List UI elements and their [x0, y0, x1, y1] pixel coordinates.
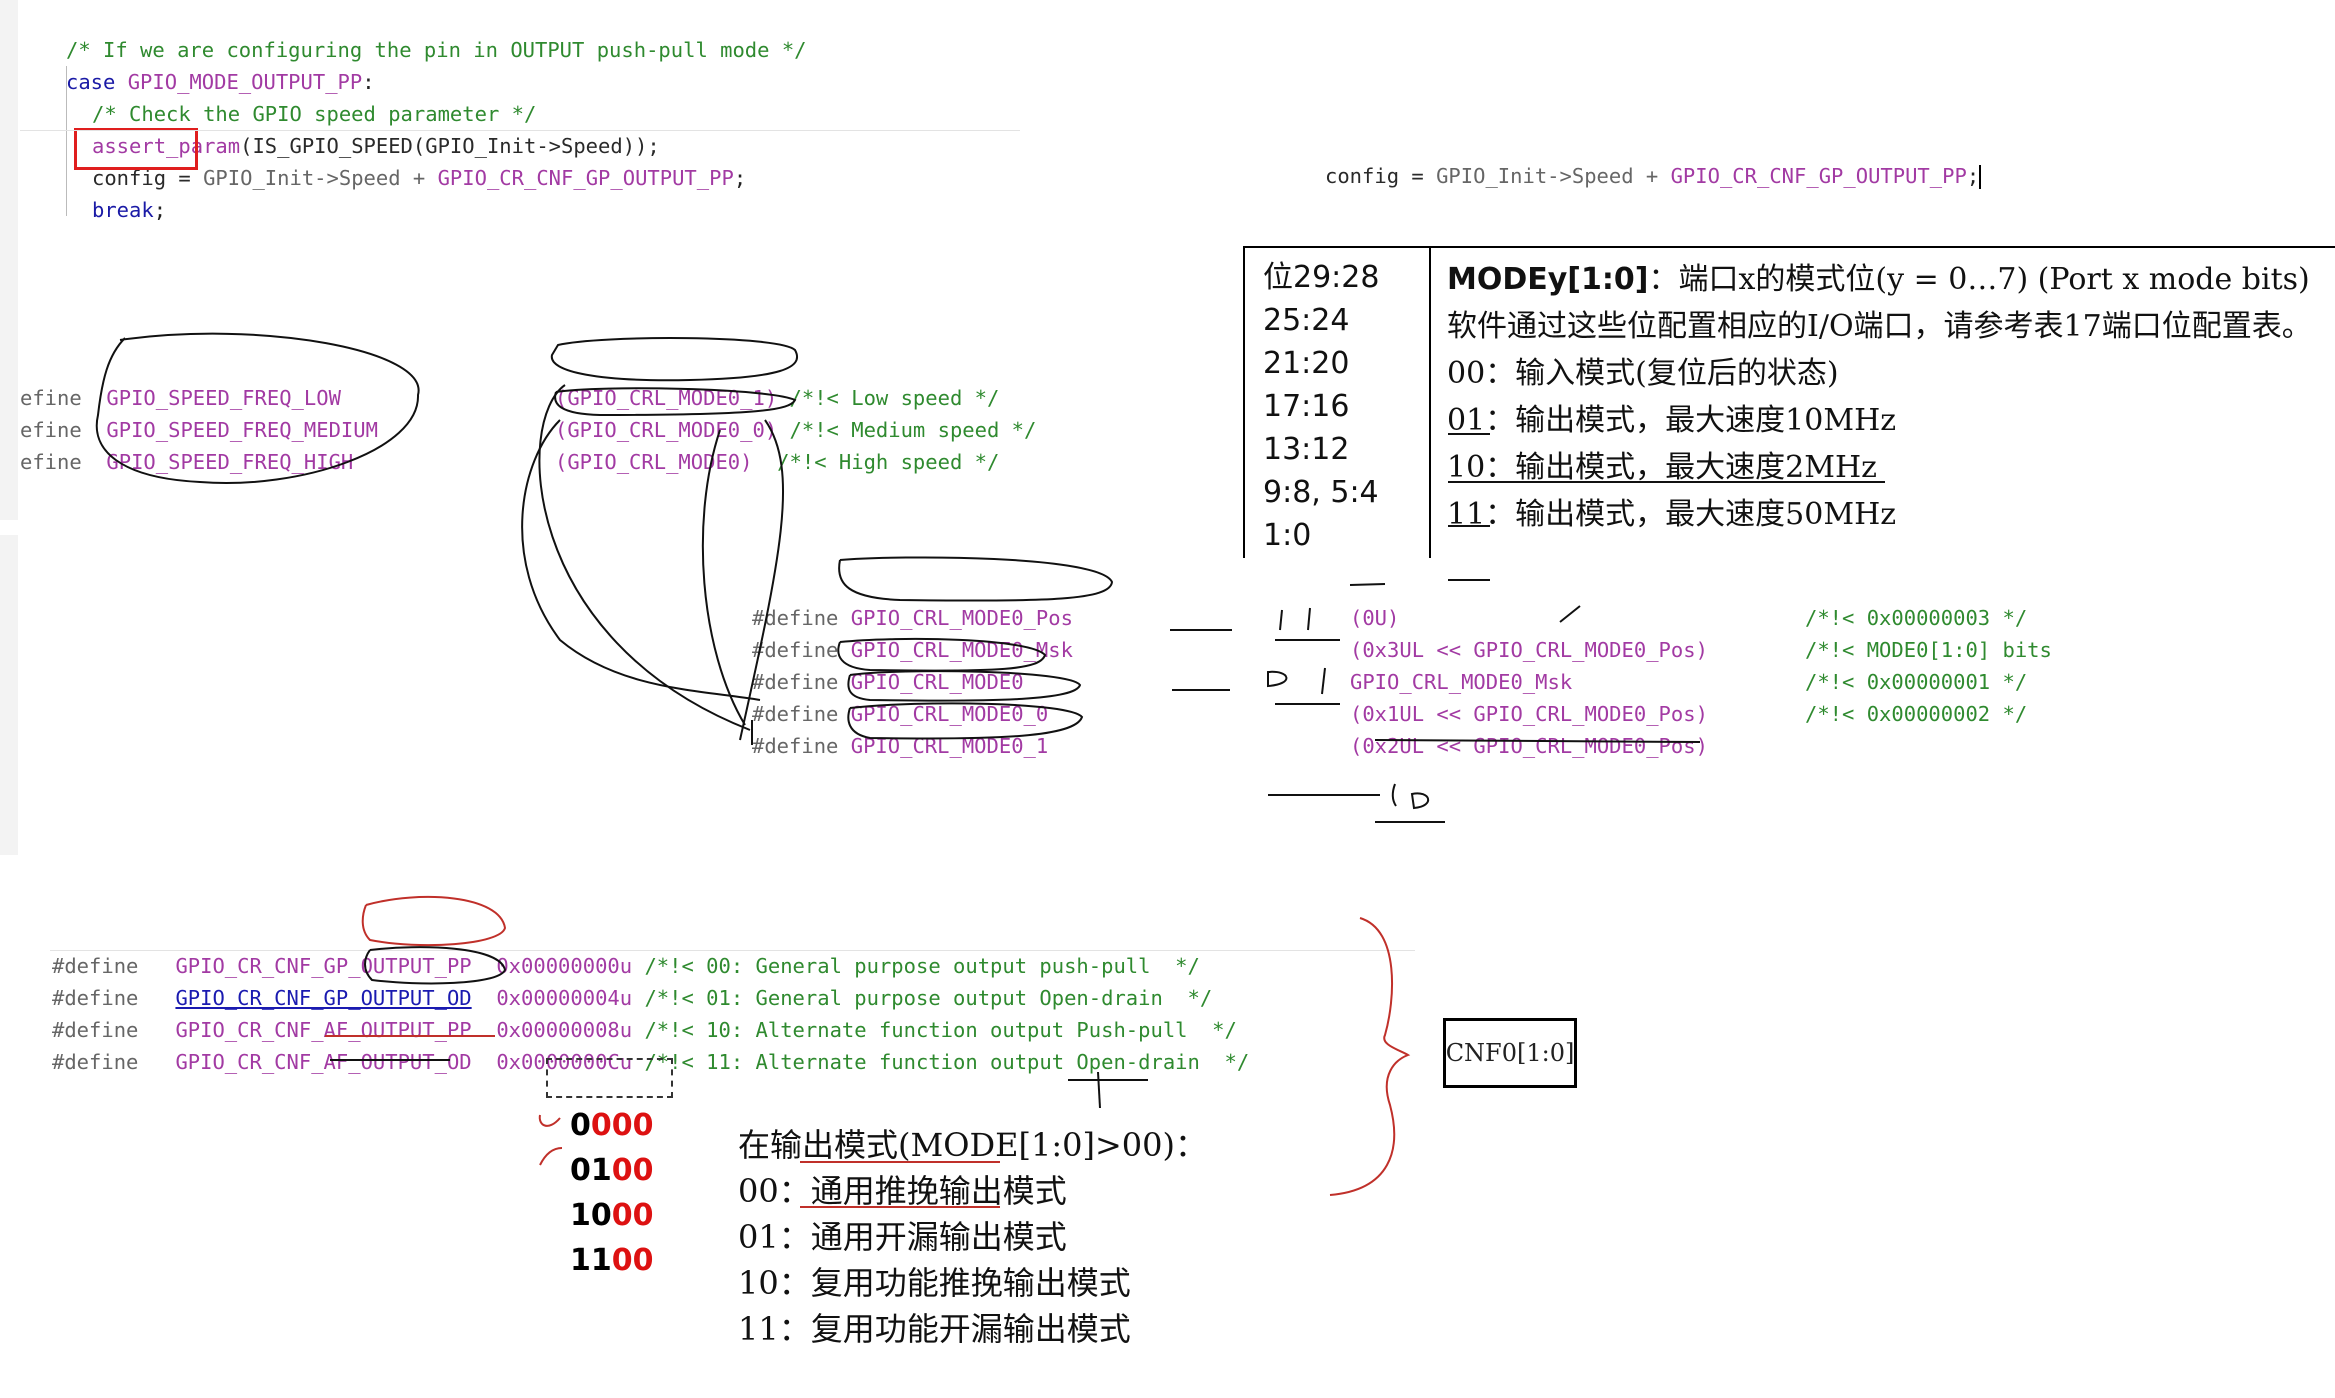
config-highlight-box [74, 128, 198, 170]
speed-values: (GPIO_CRL_MODE0_1) /*!< Low speed */ (GPI… [555, 350, 1036, 510]
bit-patterns: 0000 0100 1000 1100 [570, 1058, 654, 1328]
hand-annotations [95, 332, 1885, 1208]
mode-define-comments: /*!< 0x00000003 *//*!< MODE0[1:0] bits/*… [1805, 606, 2052, 726]
cnf-label: CNF0[1:0] [1445, 1039, 1575, 1067]
bit-pattern-row: 0000 [570, 1108, 654, 1143]
mode-define-values: (0U)(0x3UL << GPIO_CRL_MODE0_Pos)GPIO_CR… [1350, 606, 1708, 758]
code-comment-line: /* If we are configuring the pin in OUTP… [66, 38, 807, 62]
top-code-block: /* If we are configuring the pin in OUTP… [66, 2, 807, 258]
cnf-row-rule [50, 950, 1415, 951]
cnf-defines: #define GPIO_CR_CNF_GP_OUTPUT_PP 0x00000… [52, 918, 1249, 1110]
bit-pattern-row: 1100 [570, 1243, 654, 1278]
speed-value-row: (GPIO_CRL_MODE0_0) /*!< Medium speed */ [555, 418, 1037, 442]
cnf-define-row: #define GPIO_CR_CNF_GP_OUTPUT_PP 0x00000… [52, 954, 1200, 978]
editor-gutter [0, 0, 18, 520]
bit-pattern-row: 1000 [570, 1198, 654, 1233]
mode-define-row: #define GPIO_CRL_MODE0_Pos [752, 606, 1073, 630]
cnf-define-row: #define GPIO_CR_CNF_AF_OUTPUT_OD 0x00000… [52, 1050, 1250, 1074]
table-divider [1429, 248, 1431, 558]
mode-define-names: #define GPIO_CRL_MODE0_Pos #define GPIO_C… [752, 570, 1073, 794]
bit-highlight-dashed [546, 1058, 673, 1098]
cnf-define-row: #define GPIO_CR_CNF_AF_OUTPUT_PP 0x00000… [52, 1018, 1237, 1042]
cnf-label-box: CNF0[1:0] [1443, 1018, 1577, 1088]
bit-pattern-row: 0100 [570, 1153, 654, 1188]
mode-define-row: #define GPIO_CRL_MODE0 [752, 670, 1024, 694]
code-comment2-line: /* Check the GPIO speed parameter */ [92, 102, 537, 126]
speed-value-row: (GPIO_CRL_MODE0_1) /*!< Low speed */ [555, 386, 1000, 410]
speed-define-row: efine GPIO_SPEED_FREQ_LOW [20, 386, 341, 410]
code-case-line: case GPIO_MODE_OUTPUT_PP: [66, 70, 375, 94]
speed-value-row: (GPIO_CRL_MODE0) /*!< High speed */ [555, 450, 1000, 474]
speed-define-row: efine GPIO_SPEED_FREQ_MEDIUM [20, 418, 378, 442]
indent-guide [66, 66, 67, 216]
speed-define-row: efine GPIO_SPEED_FREQ_HIGH [20, 450, 354, 474]
right-config-line: config = GPIO_Init->Speed + GPIO_CR_CNF_… [1325, 164, 1982, 189]
code-assert-line: assert_param(IS_GPIO_SPEED(GPIO_Init->Sp… [92, 134, 660, 158]
mode-title: MODEy[1:0]：端口x的模式位(y = 0…7) (Port x mode… [1447, 262, 2310, 297]
code-config-line: config = GPIO_Init->Speed + GPIO_CR_CNF_… [92, 166, 747, 190]
editor-gutter-lower [0, 535, 18, 855]
cnf-define-row: #define GPIO_CR_CNF_GP_OUTPUT_OD 0x00000… [52, 986, 1213, 1010]
code-break-line: break; [92, 198, 167, 222]
output-mode-title: 在输出模式(MODE[1:0]>00)： [738, 1126, 1207, 1164]
mode-description: MODEy[1:0]：端口x的模式位(y = 0…7) (Port x mode… [1447, 256, 2312, 538]
text-cursor [1979, 165, 1982, 189]
current-line-rule [20, 130, 1020, 131]
